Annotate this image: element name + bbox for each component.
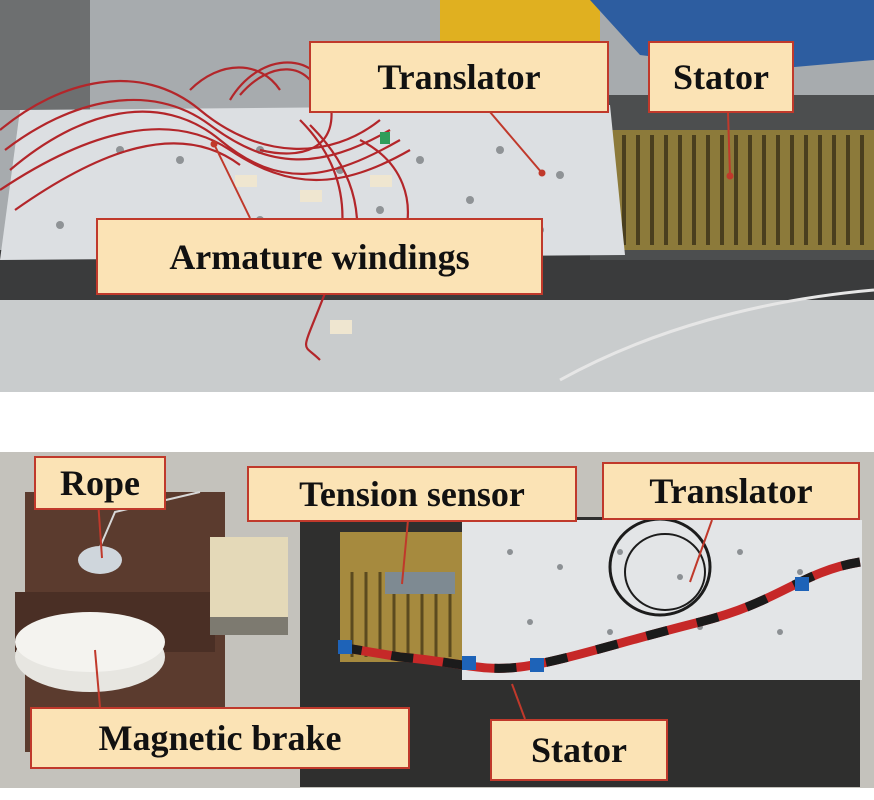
leader-tension-sensor xyxy=(401,519,409,585)
rope-drum xyxy=(78,546,122,574)
wire-connectors xyxy=(235,175,392,334)
leader-dot-translator-top xyxy=(538,169,546,177)
foam-block xyxy=(210,537,288,622)
label-rope: Rope xyxy=(34,456,166,510)
leader-stator-bottom xyxy=(511,683,526,720)
leader-magnetic-brake xyxy=(94,649,101,708)
green-terminal xyxy=(380,132,390,144)
leader-dot-stator-top xyxy=(726,172,734,180)
label-stator-top: Stator xyxy=(648,41,794,113)
leader-dot-armature xyxy=(210,140,218,148)
translator-plate xyxy=(462,520,862,680)
leader-armature xyxy=(213,143,251,219)
magnetic-brake-top xyxy=(15,612,165,672)
blue-cable-ties xyxy=(338,577,809,672)
photo-top-linear-generator: Translator Stator Armature windings xyxy=(0,0,874,392)
tension-sensor-body xyxy=(385,572,455,594)
floor-tiles xyxy=(0,300,874,392)
label-translator-top: Translator xyxy=(309,41,609,113)
label-translator-bottom: Translator xyxy=(602,462,860,520)
leader-stator-top xyxy=(727,111,731,177)
leader-translator-top xyxy=(489,111,543,174)
plate-holes xyxy=(507,549,803,635)
label-tension-sensor: Tension sensor xyxy=(247,466,577,522)
photo-bottom-test-rig: Rope Tension sensor Translator Magnetic … xyxy=(0,452,874,788)
foam-base xyxy=(210,617,288,635)
background-equipment xyxy=(0,0,90,110)
leader-translator-bottom xyxy=(689,519,713,583)
floor-cable xyxy=(559,288,874,382)
label-stator-bottom: Stator xyxy=(490,719,668,781)
label-magnetic-brake: Magnetic brake xyxy=(30,707,410,769)
label-armature-windings: Armature windings xyxy=(96,218,543,295)
rope xyxy=(99,491,201,548)
